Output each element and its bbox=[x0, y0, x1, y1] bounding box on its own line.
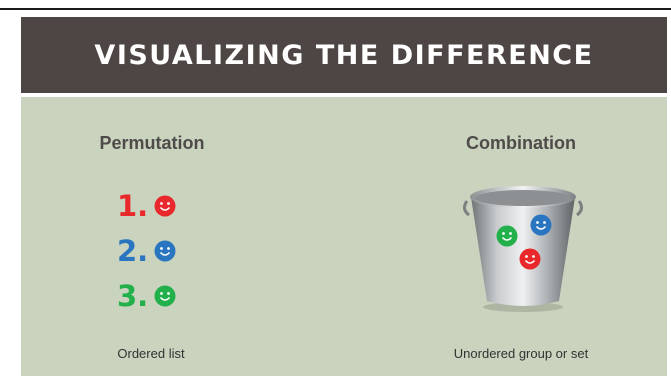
combination-caption: Unordered group or set bbox=[453, 346, 589, 361]
page-title: VISUALIZING THE DIFFERENCE bbox=[94, 39, 594, 71]
blue-smiley-icon bbox=[154, 240, 176, 262]
content-panel: Permutation 1. 2. 3. Ordered list Combin… bbox=[21, 97, 667, 376]
list-item: 3. bbox=[117, 279, 176, 313]
green-smiley-icon bbox=[496, 225, 518, 247]
header-banner: VISUALIZING THE DIFFERENCE bbox=[21, 17, 667, 93]
red-smiley-icon bbox=[519, 248, 541, 270]
list-number: 1. bbox=[117, 189, 149, 223]
list-item: 1. bbox=[117, 189, 176, 223]
green-smiley-icon bbox=[154, 285, 176, 307]
combination-title: Combination bbox=[466, 133, 576, 153]
top-rule bbox=[0, 8, 671, 10]
list-item: 2. bbox=[117, 234, 176, 268]
blue-smiley-icon bbox=[530, 214, 552, 236]
list-number: 2. bbox=[117, 234, 149, 268]
red-smiley-icon bbox=[154, 195, 176, 217]
list-number: 3. bbox=[117, 279, 149, 313]
bucket-icon bbox=[462, 186, 584, 312]
bucket-illustration bbox=[453, 179, 593, 319]
permutation-caption: Ordered list bbox=[117, 346, 185, 361]
permutation-title: Permutation bbox=[99, 133, 205, 153]
